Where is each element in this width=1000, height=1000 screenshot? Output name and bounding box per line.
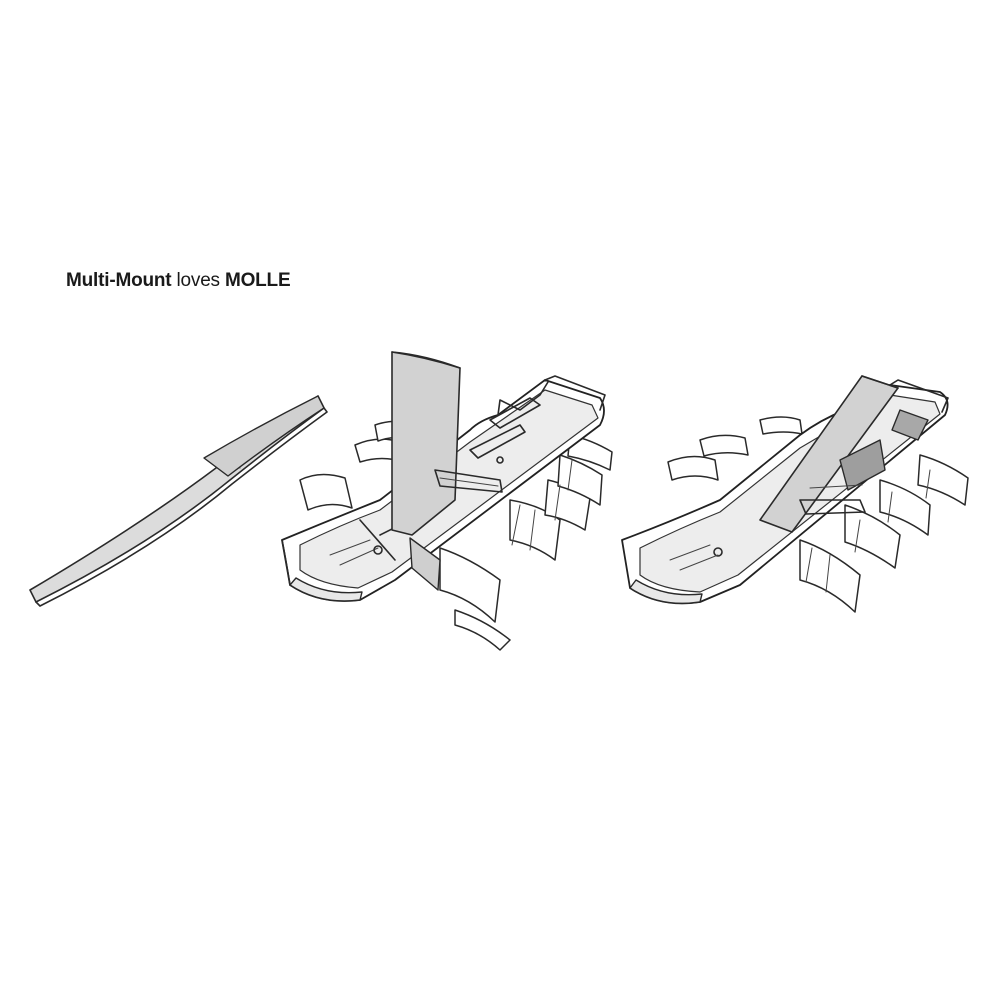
title-system-name: MOLLE bbox=[224, 270, 291, 291]
mount-strap-threading-icon bbox=[281, 351, 613, 651]
title-connector: loves bbox=[171, 270, 225, 291]
mount-strap-fastened-icon bbox=[621, 375, 969, 613]
page-title: Multi-Mount loves MOLLE bbox=[66, 270, 291, 292]
strap-icon bbox=[29, 395, 328, 607]
title-product-name: Multi-Mount bbox=[66, 270, 172, 291]
